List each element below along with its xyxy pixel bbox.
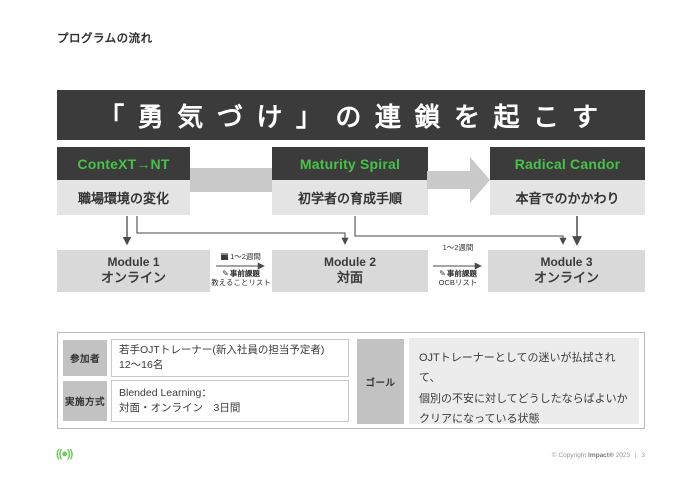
flow-connector-arrow-head-icon bbox=[470, 157, 490, 203]
module-name: Module 2 bbox=[323, 254, 376, 269]
banner: 「勇気づけ」の連鎖を起こす bbox=[57, 90, 645, 140]
participants-label: 参加者 bbox=[63, 340, 107, 376]
copyright-prefix: © Copyright bbox=[551, 452, 587, 459]
module-format: 対面 bbox=[336, 270, 363, 286]
transition-2-duration: 1〜2週間 bbox=[442, 243, 474, 252]
flow-column-header: ConteXT→NT bbox=[57, 147, 190, 180]
format-label: 実施方式 bbox=[63, 381, 107, 421]
transition-1-deliverable: 教えることリスト bbox=[211, 278, 271, 287]
module-format: オンライン bbox=[533, 270, 599, 286]
copyright: © Copyright Impact® 2023 | 3 bbox=[552, 452, 645, 459]
arrow-col1-to-module2 bbox=[136, 216, 349, 245]
calendar-icon bbox=[221, 253, 229, 260]
module-3-box: Module 3 オンライン bbox=[488, 250, 645, 292]
goal-value: OJTトレーナーとしての迷いが払拭されて、 個別の不安に対してどうしたならばよい… bbox=[409, 338, 639, 425]
copyright-year: 2023 bbox=[615, 452, 631, 459]
module-name: Module 3 bbox=[540, 254, 593, 269]
page-title: プログラムの流れ bbox=[57, 33, 153, 45]
transition-2-task: ✎事前課題 bbox=[428, 268, 488, 279]
banner-text: 「勇気づけ」の連鎖を起こす bbox=[98, 101, 612, 132]
flow-column-subtitle: 本音でのかかわり bbox=[490, 180, 645, 215]
format-value: Blended Learning： 対面・オンライン 3日間 bbox=[111, 380, 349, 422]
flow-column-header: Radical Candor bbox=[490, 147, 645, 180]
transition-2-deliverable: OCBリスト bbox=[438, 278, 478, 287]
module-format: オンライン bbox=[100, 270, 166, 286]
page-number: 3 bbox=[641, 452, 645, 459]
pencil-icon: ✎ bbox=[439, 269, 446, 278]
task-text: 事前課題 bbox=[446, 269, 477, 278]
flow-connector-arrow-shaft bbox=[427, 171, 470, 189]
flow-column-context: ConteXT→NT 職場環境の変化 bbox=[57, 147, 190, 215]
flow-column-subtitle: 職場環境の変化 bbox=[57, 180, 190, 215]
module-2-box: Module 2 対面 bbox=[272, 250, 428, 292]
flow-connector-bar bbox=[190, 168, 272, 192]
flow-column-subtitle: 初学者の育成手順 bbox=[272, 180, 428, 215]
goal-label: ゴール bbox=[357, 339, 404, 424]
copyright-divider: | bbox=[634, 452, 637, 459]
transition-1-task: ✎事前課題 bbox=[207, 268, 275, 279]
participants-value: 若手OJTトレーナー(新入社員の担当予定者) 12〜16名 bbox=[111, 339, 349, 377]
copyright-brand: Impact® bbox=[588, 452, 614, 459]
impact-logo-icon: ((●)) bbox=[56, 448, 73, 460]
flow-column-header: Maturity Spiral bbox=[272, 147, 428, 180]
flow-column-radical-candor: Radical Candor 本音でのかかわり bbox=[490, 147, 645, 215]
transition-1-duration: 1〜2週間 bbox=[207, 251, 275, 262]
arrow-col2-to-module3 bbox=[354, 216, 567, 245]
flow-column-maturity-spiral: Maturity Spiral 初学者の育成手順 bbox=[272, 147, 428, 215]
module-name: Module 1 bbox=[107, 254, 160, 269]
pencil-icon: ✎ bbox=[222, 269, 229, 278]
task-text: 事前課題 bbox=[229, 269, 260, 278]
duration-text: 1〜2週間 bbox=[230, 252, 261, 261]
program-details-table: 参加者 若手OJTトレーナー(新入社員の担当予定者) 12〜16名 実施方式 B… bbox=[57, 332, 645, 429]
module-1-box: Module 1 オンライン bbox=[57, 250, 210, 292]
